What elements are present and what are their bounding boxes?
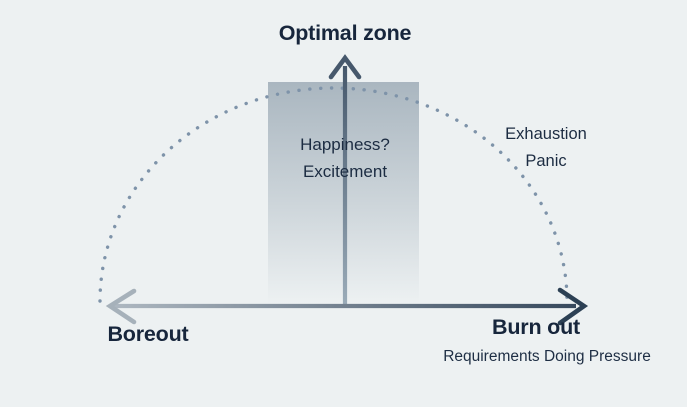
up-arrow-icon: [328, 54, 362, 80]
optimal-zone-label: Optimal zone: [278, 21, 412, 45]
burn-out-label: Burn out: [492, 315, 580, 339]
exhaustion-line: Exhaustion: [505, 125, 587, 143]
right-annotation: Exhaustion Panic: [466, 121, 626, 175]
x-axis-caption: Requirements Doing Pressure: [443, 348, 651, 365]
boreout-label: Boreout: [107, 322, 189, 346]
excitement-line: Excitement: [302, 162, 388, 181]
right-arrow-icon: [557, 287, 589, 326]
panic-line: Panic: [525, 152, 567, 170]
left-arrow-icon: [105, 288, 137, 325]
happiness-line: Happiness?: [300, 135, 390, 154]
center-zone-annotation: Happiness? Excitement: [245, 131, 445, 185]
